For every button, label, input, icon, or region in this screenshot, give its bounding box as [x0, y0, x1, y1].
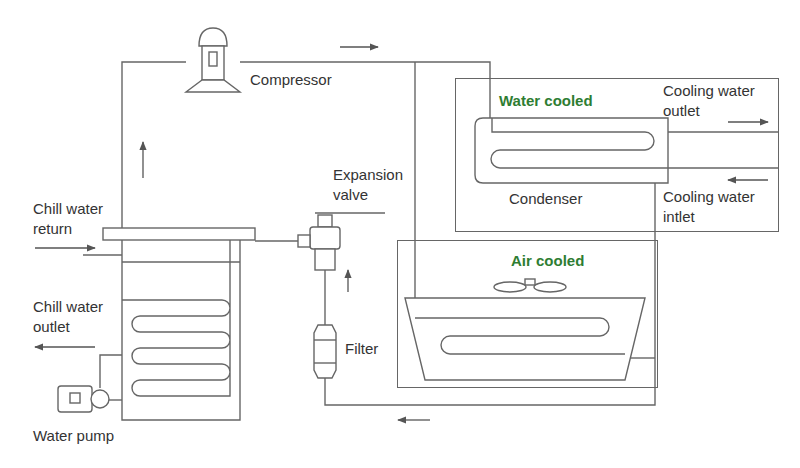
panel-heading: Air cooled [511, 251, 584, 271]
condenser-coil-end [492, 118, 500, 132]
component-label: Cooling water outlet [663, 81, 775, 120]
discharge-pipe [240, 62, 490, 118]
valve-to-evaporator-pipe [255, 240, 298, 241]
filter-band [314, 339, 336, 340]
cooling-water-outlet-pipe [668, 131, 778, 132]
compressor-base [186, 80, 240, 92]
suction-pipe [122, 62, 186, 228]
tank-body [122, 240, 240, 420]
liquid-pipe [325, 183, 655, 405]
air-coil-tray [405, 298, 645, 380]
pump-head [91, 390, 109, 408]
pump-motor [58, 386, 92, 412]
filter-to-valve-pipe [324, 270, 325, 325]
water-condenser-symbol [475, 118, 778, 183]
cooling-outlet-arrow [728, 121, 768, 122]
fan-blade [494, 282, 526, 292]
return-pipe [83, 254, 122, 255]
valve-bonnet [318, 215, 332, 227]
component-label: Cooling water intlet [663, 187, 775, 226]
valve-port [298, 235, 310, 247]
filter-band [314, 362, 336, 363]
outlet-arrow [35, 346, 95, 347]
compressor-dome [199, 28, 227, 46]
evaporator-tank [83, 228, 255, 420]
cooling-inlet-arrow [728, 179, 768, 180]
condenser-panel: Water cooled Cooling water outletCondense… [455, 78, 779, 232]
compressor-window [209, 52, 217, 66]
water-level [122, 261, 240, 262]
component-label: Condenser [509, 189, 582, 209]
evaporator-coil [122, 240, 230, 396]
component-label: Chill water outlet [33, 297, 125, 336]
valve-handle [315, 212, 385, 213]
fan-hub [525, 279, 535, 285]
expansion-valve-symbol [298, 213, 385, 270]
return-arrow [35, 247, 95, 248]
flow-arrow [347, 270, 348, 292]
air-condenser-pipe [414, 62, 415, 318]
flow-arrow [340, 46, 378, 47]
valve-outlet [315, 249, 335, 270]
component-label: Expansion valve [333, 165, 418, 204]
compressor-symbol [186, 28, 240, 92]
condenser-panel: Air cooled [397, 240, 658, 388]
valve-body [310, 227, 340, 249]
air-coil [415, 318, 625, 354]
tank-flange [103, 228, 255, 240]
fan-blade [534, 282, 566, 292]
pump-pipe [100, 355, 122, 388]
flow-arrow [398, 419, 430, 420]
component-label: Chill water return [33, 199, 125, 238]
water-pump-symbol [58, 355, 122, 412]
compressor-body [202, 46, 224, 80]
pump-box [70, 393, 80, 403]
air-condenser-symbol [405, 279, 645, 380]
component-label: Filter [345, 339, 378, 359]
filter-body [314, 325, 336, 378]
component-label: Water pump [33, 426, 114, 446]
condenser-coil [491, 132, 778, 168]
flow-arrows [35, 47, 768, 420]
panel-heading: Water cooled [499, 91, 593, 111]
pump-suction [109, 399, 122, 400]
flow-arrow [142, 142, 143, 178]
filter-symbol [314, 325, 336, 378]
component-label: Compressor [250, 70, 332, 90]
